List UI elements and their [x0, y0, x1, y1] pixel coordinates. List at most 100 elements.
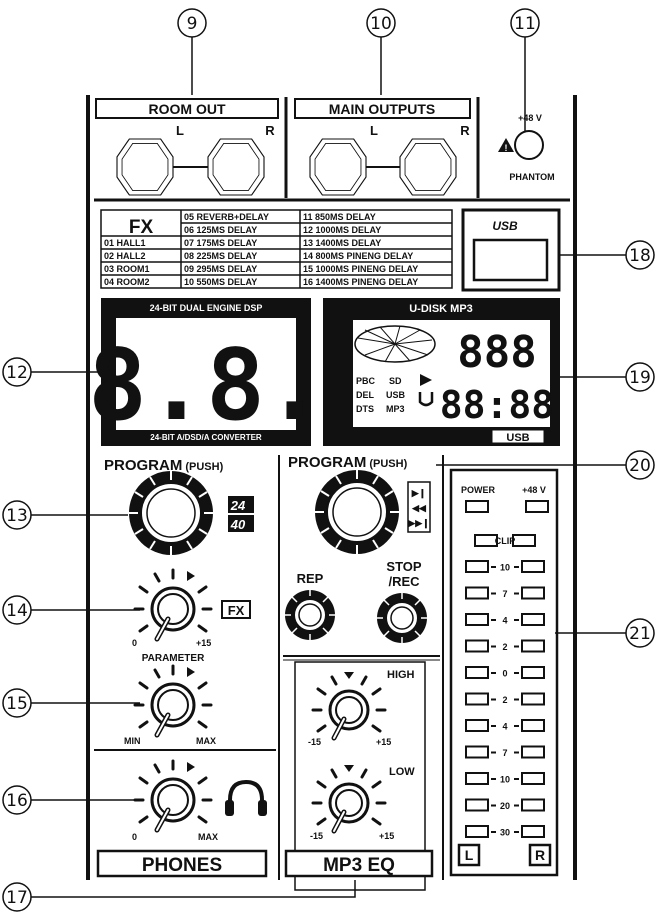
meter-led-row	[465, 692, 545, 706]
mp3-track-digits: 888	[457, 327, 536, 378]
phantom-switch[interactable]	[514, 130, 544, 160]
fx-preset-item: 15 1000MS PINENG DELAY	[303, 264, 418, 274]
mp3-display-footer: USB	[506, 432, 529, 444]
main-outputs-label: MAIN OUTPUTS	[329, 101, 436, 117]
fx-preset-item: 02 HALL2	[104, 251, 146, 261]
fx-preset-item: 06 125MS DELAY	[184, 225, 257, 235]
clip-label: CLIP	[495, 536, 516, 546]
callout-9: 9	[187, 14, 198, 34]
fx-program-knob[interactable]	[128, 470, 214, 556]
play-indicator-icon	[420, 374, 432, 386]
dsp-display-header: 24-BIT DUAL ENGINE DSP	[150, 303, 263, 313]
mp3-tag-sd: SD	[389, 376, 402, 386]
phones-level-knob[interactable]	[135, 761, 211, 830]
fx-program-label: PROGRAM(PUSH)	[104, 457, 224, 474]
bit-depth-badge: 24 40	[228, 496, 254, 532]
fx-preset-item: 14 800MS PINENG DELAY	[303, 251, 413, 261]
phones-max: MAX	[198, 832, 218, 842]
mp3-display-header: U-DISK MP3	[409, 303, 473, 315]
mp3-tag-dts: DTS	[356, 404, 374, 414]
callout-20: 20	[629, 456, 651, 476]
fx-preset-item: 12 1000MS DELAY	[303, 225, 381, 235]
meter-scale-label: 4	[502, 616, 507, 626]
room-out-left-label: L	[176, 123, 184, 138]
meter-left-label: L	[465, 847, 474, 863]
meter-led-row	[465, 798, 545, 812]
fx-level-knob[interactable]	[135, 570, 211, 639]
room-out-left-jack[interactable]	[116, 138, 174, 196]
room-out-right-jack[interactable]	[207, 138, 265, 196]
fx-preset-table	[100, 209, 453, 289]
headphones-icon	[225, 779, 267, 816]
stop-label-line1: STOP	[386, 559, 421, 574]
meter-scale-label: 4	[502, 722, 507, 732]
meter-scale-label: 0	[502, 669, 507, 679]
eq-high-label: HIGH	[387, 669, 415, 681]
meter-led-row	[465, 772, 545, 785]
meter-scale-label: 7	[502, 589, 507, 599]
fx-preset-item: 09 295MS DELAY	[184, 264, 257, 274]
repeat-indicator-icon	[418, 392, 434, 407]
meter-led-row	[465, 825, 545, 838]
parameter-knob[interactable]	[135, 666, 211, 735]
phones-label: PHONES	[142, 855, 222, 876]
meter-led-row	[465, 666, 545, 679]
mp3-time-digits: 88:88	[440, 383, 554, 427]
eq-high-max: +15	[376, 737, 391, 747]
fx-table-title: FX	[129, 217, 154, 238]
power-label: POWER	[461, 485, 496, 495]
stop-rec-button[interactable]	[376, 592, 428, 644]
main-left-jack[interactable]	[309, 138, 367, 196]
warning-icon	[498, 138, 514, 152]
eq-low-label: LOW	[389, 766, 415, 778]
transport-next-icon[interactable]: ▶▶❙	[407, 518, 429, 529]
callout-18: 18	[629, 246, 651, 266]
usb-port[interactable]	[472, 238, 549, 282]
meter-scale-label: 2	[502, 695, 507, 705]
main-right-label: R	[460, 123, 470, 138]
fx-preset-item: 05 REVERB+DELAY	[184, 212, 269, 222]
eq-high-min: -15	[308, 737, 321, 747]
fx-preset-item: 10 550MS DELAY	[184, 277, 257, 287]
meter-led-row	[465, 745, 545, 759]
fx-preset-item: 16 1400MS PINENG DELAY	[303, 277, 418, 287]
parameter-label: PARAMETER	[142, 653, 205, 664]
panel-frame	[86, 95, 577, 891]
parameter-min: MIN	[124, 736, 141, 746]
callout-12: 12	[6, 363, 28, 383]
power-led	[465, 500, 489, 513]
fx-preset-item: 03 ROOM1	[104, 264, 150, 274]
meter-scale-label: 2	[502, 642, 507, 652]
eq-low-knob[interactable]	[313, 765, 385, 831]
callout-11: 11	[514, 14, 536, 34]
fx-preset-item: 07 175MS DELAY	[184, 238, 257, 248]
eq-low-min: -15	[310, 831, 323, 841]
fx-preset-item: 11 850MS DELAY	[303, 212, 376, 222]
callout-16: 16	[6, 791, 28, 811]
callout-15: 15	[6, 694, 28, 714]
meter-led-row	[465, 719, 545, 732]
meter-phantom-label: +48 V	[522, 485, 546, 495]
mp3-tag-pbc: PBC	[356, 376, 376, 386]
callout-21: 21	[629, 624, 651, 644]
mp3-tag-mp3: MP3	[386, 404, 405, 414]
phantom-led	[525, 500, 549, 513]
meter-scale-label: 7	[502, 748, 507, 758]
mp3-program-label: PROGRAM(PUSH)	[288, 454, 408, 471]
eq-high-knob[interactable]	[313, 672, 385, 738]
mp3-tag-usb: USB	[386, 390, 406, 400]
meter-scale-label: 20	[500, 801, 510, 811]
rep-button[interactable]	[284, 589, 336, 641]
transport-prev-icon[interactable]: ◀◀	[411, 503, 427, 513]
leader-lines	[31, 37, 626, 898]
transport-play-icon[interactable]: ▶❙	[411, 488, 426, 499]
callout-10: 10	[370, 14, 392, 34]
meter-led-row	[465, 613, 545, 626]
meter-right-label: R	[535, 847, 545, 863]
mp3-program-knob[interactable]	[314, 469, 400, 555]
main-right-jack[interactable]	[399, 138, 457, 196]
usb-port-label: USB	[492, 219, 518, 233]
callout-14: 14	[6, 601, 28, 621]
room-out-label: ROOM OUT	[149, 101, 226, 117]
fx-badge: FX	[228, 603, 245, 618]
